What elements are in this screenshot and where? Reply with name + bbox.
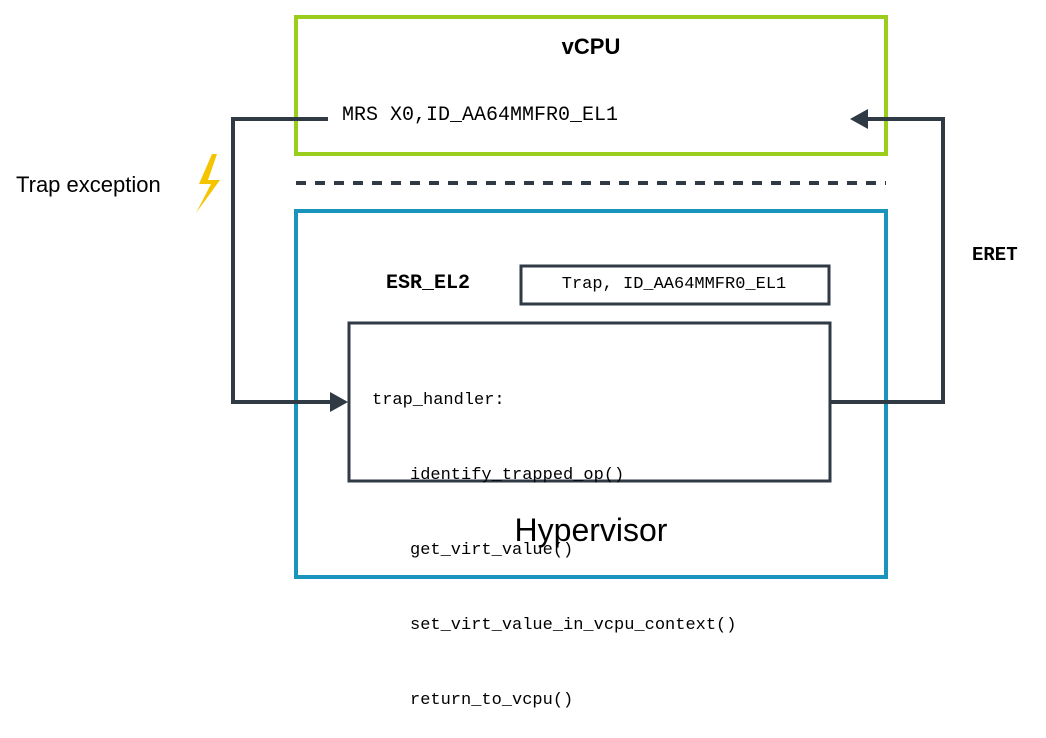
hypervisor-title: Hypervisor [514,512,668,548]
eret-arrow-line [830,117,945,404]
trap-arrow-line [231,117,332,404]
handler-call-return: return_to_vcpu() [410,691,574,710]
hypervisor-box [294,209,888,579]
vcpu-instruction: MRS X0,ID_AA64MMFR0_EL1 [342,104,619,127]
diagram-canvas [196,15,945,579]
esr-register-label: ESR_EL2 [386,272,471,295]
esr-value-box [519,264,831,306]
handler-call-set-virt: set_virt_value_in_vcpu_context() [410,616,737,635]
vcpu-box [294,15,888,156]
lightning-bolt-icon [196,154,220,213]
esr-register-value: Trap, ID_AA64MMFR0_EL1 [561,274,787,294]
trap-arrow-head [330,392,348,412]
vcpu-title: vCPU [561,34,621,59]
handler-call-identify: identify_trapped_op() [410,466,625,485]
eret-arrow-head [850,109,868,129]
eret-label: ERET [972,244,1018,266]
handler-call-get-virt: get_virt_value() [410,541,574,560]
trap-exception-label: Trap exception [16,172,161,197]
trap-handler-name: trap_handler: [372,391,505,410]
